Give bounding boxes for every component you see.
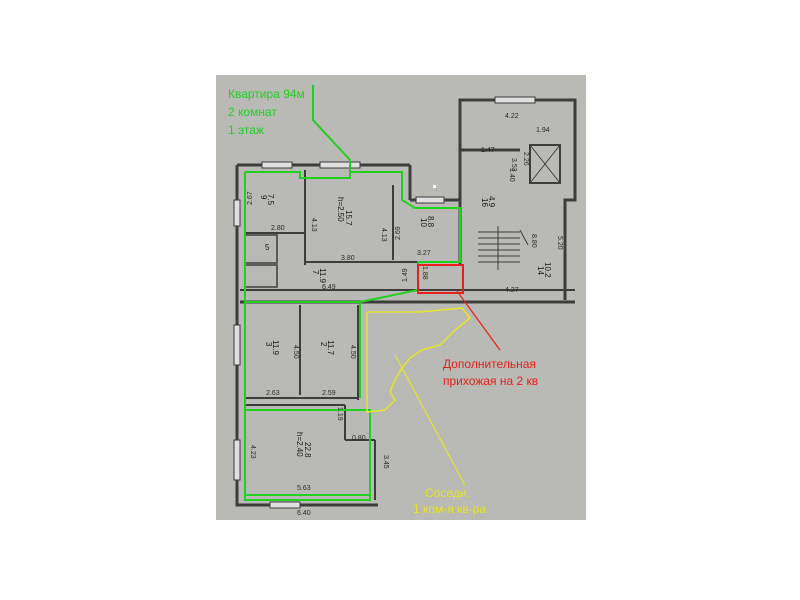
dim-label: 4.50 bbox=[292, 345, 299, 359]
dim-label: 1.49 bbox=[402, 268, 409, 282]
dim-label: 3.53 bbox=[510, 158, 517, 172]
dim-label: 2.80 bbox=[271, 225, 285, 232]
room-number: h=2.40 bbox=[295, 432, 304, 457]
annotation-line: 2 комнат bbox=[228, 105, 277, 119]
dim-label: 3.27 bbox=[417, 250, 431, 257]
dim-label: 2.59 bbox=[322, 390, 336, 397]
dim-label: 6.40 bbox=[297, 510, 311, 517]
room-area: 8.8 bbox=[426, 216, 435, 228]
apartment-outline bbox=[244, 85, 461, 501]
room-number: 5 bbox=[265, 243, 270, 252]
dim-label: 0.80 bbox=[352, 435, 366, 442]
dim-label: 2.26 bbox=[522, 152, 529, 166]
room-area: 4.9 bbox=[487, 196, 496, 208]
neighbors-outline bbox=[366, 307, 472, 486]
room-number: 2 bbox=[319, 342, 328, 347]
door-mark bbox=[433, 185, 436, 188]
room-number: 3 bbox=[264, 342, 273, 347]
annotation-line: Соседи, bbox=[425, 486, 470, 500]
annotation-neighbors: Соседи, 1 ком-я кв-ра bbox=[413, 486, 486, 516]
dim-label: 1.40 bbox=[508, 168, 515, 182]
annotation-line: 1 ком-я кв-ра bbox=[413, 502, 486, 516]
room-number: 10 bbox=[419, 218, 428, 227]
room-number: 7 bbox=[311, 270, 320, 275]
windows bbox=[233, 96, 536, 509]
annotation-line: Квартира 94м bbox=[228, 87, 305, 101]
dim-label: 3.80 bbox=[341, 255, 355, 262]
annotation-line: Дополнительная bbox=[443, 357, 536, 371]
dimension-labels: 4.22 1.94 1.47 3.53 2.26 1.40 5.20 8.80 … bbox=[247, 113, 563, 517]
room-area: 11.7 bbox=[326, 340, 335, 356]
dim-label: 5.63 bbox=[297, 485, 311, 492]
dim-label: 4.13 bbox=[310, 218, 317, 232]
dim-label: 4.23 bbox=[249, 445, 256, 459]
room-area: 7.5 bbox=[266, 194, 275, 206]
room-number: h=2.50 bbox=[336, 197, 345, 222]
dim-label: 4.50 bbox=[349, 345, 356, 359]
dim-label: 1.47 bbox=[481, 147, 495, 154]
room-area: 15.7 bbox=[344, 210, 353, 226]
room-area: 11.9 bbox=[318, 268, 327, 284]
dim-label: 2.63 bbox=[266, 390, 280, 397]
dim-label: 4.13 bbox=[380, 228, 387, 242]
room-number: 16 bbox=[480, 198, 489, 207]
room-area: 22.8 bbox=[303, 442, 312, 458]
room-number: 14 bbox=[536, 266, 545, 275]
room-area: 11.9 bbox=[271, 340, 280, 356]
dim-label: 4.22 bbox=[505, 113, 519, 120]
annotation-line: прихожая на 2 кв bbox=[443, 374, 538, 388]
dim-label: 1.88 bbox=[421, 266, 428, 280]
dim-label: 1.94 bbox=[536, 127, 550, 134]
dim-label: 2.69 bbox=[395, 226, 402, 240]
dim-label: 3.45 bbox=[382, 455, 389, 469]
dim-label: 1.19 bbox=[336, 407, 343, 421]
dim-label: 2.67 bbox=[247, 191, 254, 205]
annotation-extra-hall: Дополнительная прихожая на 2 кв bbox=[443, 357, 538, 388]
dim-label: 4.27 bbox=[505, 287, 519, 294]
paper-background bbox=[216, 75, 586, 520]
room-number: 9 bbox=[259, 195, 268, 200]
room-area: 10.2 bbox=[543, 262, 552, 278]
extra-hall-marking bbox=[417, 264, 501, 351]
dim-label: 6.49 bbox=[322, 284, 336, 291]
dim-label: 5.20 bbox=[556, 236, 563, 250]
dim-label: 8.80 bbox=[530, 234, 537, 248]
annotation-apartment: Квартира 94м 2 комнат 1 этаж bbox=[228, 87, 305, 137]
annotation-line: 1 этаж bbox=[228, 123, 264, 137]
room-labels: 9 7.5 h=2.50 15.7 10 8.8 16 4.9 14 10.2 … bbox=[259, 194, 552, 458]
